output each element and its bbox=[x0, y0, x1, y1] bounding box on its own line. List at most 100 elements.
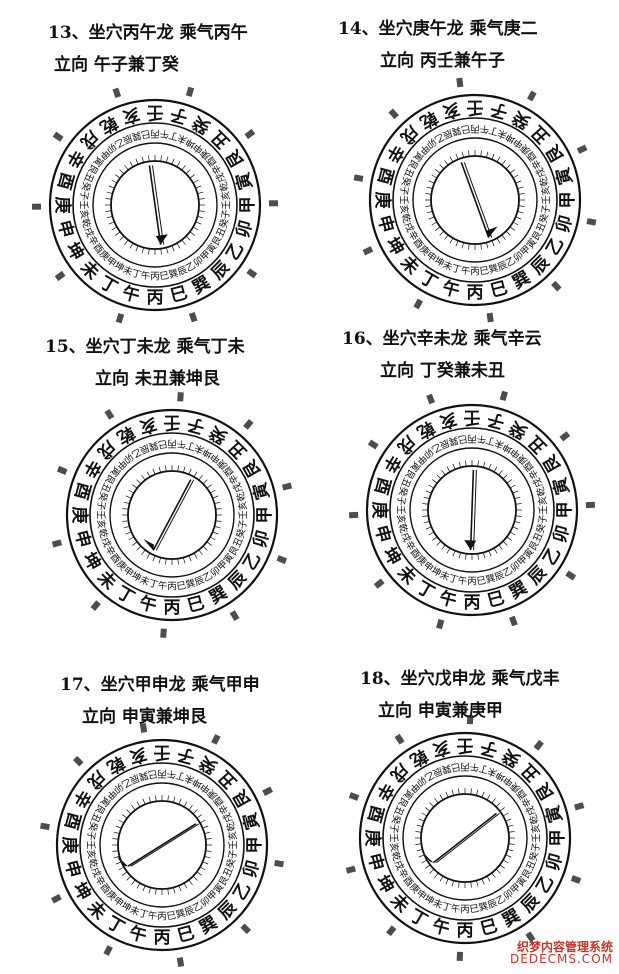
inner-ring-char: 丁 bbox=[147, 578, 159, 591]
dial-tick bbox=[434, 798, 439, 804]
inner-ring-char: 癸 bbox=[389, 813, 403, 826]
dial-tick bbox=[152, 555, 156, 562]
inner-ring-char: 丁 bbox=[447, 573, 459, 586]
inner-ring-char: 辰 bbox=[176, 264, 189, 278]
dial-tick bbox=[148, 248, 150, 255]
inner-ring-char: 亥 bbox=[398, 204, 411, 215]
dial-tick bbox=[428, 216, 435, 220]
inner-ring-char: 亥 bbox=[539, 185, 552, 196]
outer-mark bbox=[551, 280, 562, 292]
dial-tick bbox=[486, 875, 491, 882]
outer-mark bbox=[574, 802, 585, 811]
inner-ring-char: 丙 bbox=[157, 768, 167, 779]
dial-ring bbox=[409, 447, 535, 573]
dial-tick bbox=[202, 479, 208, 485]
outer-ring-char: 辰 bbox=[518, 890, 545, 917]
outer-mark bbox=[90, 600, 101, 612]
compass-needle-shadow bbox=[436, 812, 500, 864]
dial-tick bbox=[185, 169, 191, 175]
outer-ring-char: 庚 bbox=[69, 507, 90, 524]
outer-mark bbox=[177, 392, 184, 402]
panel-subtitle: 立向 未丑兼坤艮 bbox=[95, 369, 220, 389]
inner-ring-char: 壬 bbox=[395, 505, 406, 515]
inner-ring-char: 乙 bbox=[422, 769, 436, 783]
inner-ring-char: 丙 bbox=[470, 267, 480, 278]
inner-ring-char: 丙 bbox=[150, 272, 160, 283]
dial-tick bbox=[445, 791, 449, 798]
dial-tick bbox=[488, 463, 492, 470]
dial-tick bbox=[198, 549, 203, 555]
outer-ring-char: 亥 bbox=[127, 743, 149, 768]
inner-ring-char: 乾 bbox=[389, 850, 403, 863]
dial-tick bbox=[493, 466, 498, 473]
dial-tick bbox=[446, 466, 451, 473]
outer-ring-char: 午 bbox=[127, 922, 149, 947]
outer-ring-char: 丙 bbox=[164, 598, 181, 618]
outer-ring-char: 卯 bbox=[250, 528, 274, 550]
inner-ring-char: 午 bbox=[159, 128, 170, 141]
inner-ring-char: 丑 bbox=[398, 476, 412, 489]
inner-ring-char: 午 bbox=[450, 902, 461, 915]
outer-ring-char: 巳 bbox=[478, 916, 500, 940]
dial-tick bbox=[188, 879, 193, 885]
dial-tick bbox=[434, 872, 439, 878]
dial-tick bbox=[428, 484, 435, 489]
inner-ring-char: 巽 bbox=[440, 762, 452, 775]
dial-tick bbox=[483, 552, 486, 559]
inner-ring-char: 子 bbox=[84, 830, 96, 841]
inner-ring-char: 辰 bbox=[430, 765, 443, 779]
compass-needle bbox=[432, 812, 498, 864]
inner-ring-char: 子 bbox=[540, 203, 552, 214]
inner-ring-char: 巳 bbox=[157, 438, 168, 450]
outer-ring-char: 庚 bbox=[362, 830, 383, 847]
compass-needle bbox=[152, 479, 192, 551]
inner-ring-char: 辰 bbox=[493, 569, 506, 583]
dial-tick bbox=[507, 824, 514, 827]
inner-ring-char: 癸 bbox=[396, 485, 410, 498]
dial-tick bbox=[202, 825, 209, 829]
inner-ring-char: 丑 bbox=[88, 811, 102, 824]
outer-mark bbox=[244, 128, 256, 140]
dial-tick bbox=[452, 463, 456, 470]
outer-mark bbox=[185, 86, 195, 97]
dial-tick bbox=[505, 230, 511, 236]
inner-ring-char: 癸 bbox=[96, 490, 110, 503]
inner-ring-char: 癸 bbox=[234, 527, 248, 540]
dial-tick bbox=[166, 156, 169, 163]
panel-subtitle: 立向 午子兼丁癸 bbox=[54, 55, 179, 75]
dial-tick bbox=[509, 226, 515, 231]
dial-tick bbox=[517, 211, 524, 214]
dial-tick bbox=[173, 796, 176, 803]
outer-mark bbox=[40, 822, 50, 831]
dial-tick bbox=[458, 552, 461, 559]
needle-arrowhead bbox=[155, 234, 168, 245]
outer-ring-char: 丙 bbox=[464, 593, 481, 613]
inner-ring-char: 壬 bbox=[388, 833, 399, 843]
dial-tick bbox=[136, 801, 141, 808]
compass-dial: 丙午丁未坤申庚酉辛戌乾亥壬子癸丑艮寅甲卯乙辰巽巳丙午丁未坤申庚酉辛戌乾亥壬子癸丑… bbox=[51, 392, 293, 638]
dial-tick bbox=[198, 475, 203, 481]
dial-tick bbox=[429, 868, 435, 874]
dial-tick bbox=[502, 812, 509, 817]
outer-ring-char: 巳 bbox=[488, 278, 510, 302]
inner-ring-char: 乾 bbox=[396, 522, 410, 535]
outer-ring-char: 亥 bbox=[440, 98, 462, 123]
needle-arrowhead bbox=[116, 856, 129, 867]
dial-tick bbox=[446, 547, 451, 554]
outer-mark bbox=[565, 570, 577, 581]
dial-tick bbox=[501, 234, 506, 240]
inner-ring-char: 丙 bbox=[460, 761, 470, 772]
dial-ring bbox=[99, 782, 225, 908]
outer-mark bbox=[188, 311, 198, 323]
inner-ring-char: 巽 bbox=[485, 573, 497, 586]
inner-ring-char: 丑 bbox=[535, 221, 549, 234]
dial-ring bbox=[79, 762, 245, 928]
dial-ring bbox=[65, 408, 279, 622]
inner-ring-char: 壬 bbox=[542, 195, 553, 205]
inner-ring-char: 癸 bbox=[79, 180, 93, 193]
dial-tick bbox=[196, 814, 202, 819]
needle-arrowhead bbox=[143, 539, 155, 551]
dial-tick bbox=[199, 819, 206, 824]
dial-ring bbox=[358, 731, 572, 945]
inner-ring-char: 壬 bbox=[532, 833, 543, 843]
